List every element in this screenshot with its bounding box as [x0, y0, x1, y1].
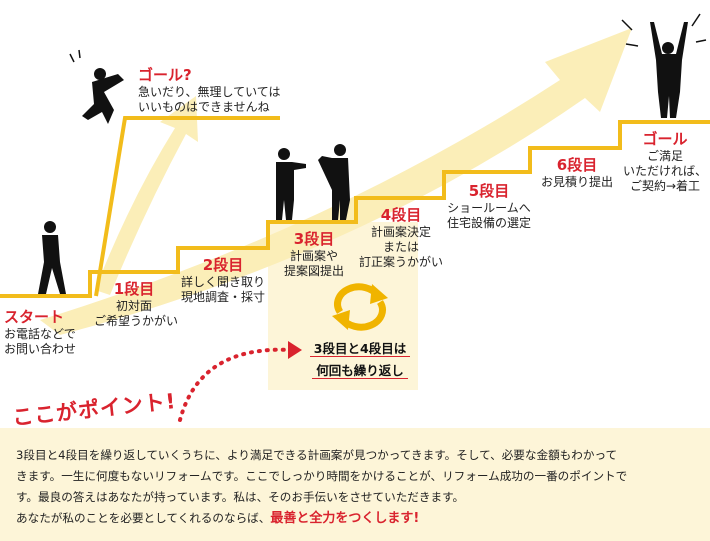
start-line-1: お電話などで: [4, 327, 76, 341]
growth-arrow: [40, 28, 632, 335]
goal-line-1: ご満足: [646, 149, 683, 163]
point-line-4-prefix: あなたが私のことを必要としてくれるのならば、: [16, 511, 271, 525]
step-6-line-1: お見積り提出: [540, 175, 613, 189]
step-2-line-2: 現地調査・採寸: [180, 290, 265, 304]
step-2-line-1: 詳しく聞き取り: [180, 275, 265, 289]
goal-line-2: いただければ、: [622, 164, 707, 178]
point-line-4: あなたが私のことを必要としてくれるのならば、最善と全力をつくします!: [16, 508, 701, 529]
step-3-label: 3段目 計画案や 提案図提出: [272, 228, 356, 279]
step-3-line-1: 計画案や: [289, 249, 338, 263]
point-line-1: 3段目と4段目を繰り返していくうちに、より満足できる計画案が見つかってきます。そ…: [16, 448, 618, 462]
false-goal-label: ゴール? 急いだり、無理していては いいものはできませんね: [138, 64, 281, 115]
step-1-line-1: 初対面: [115, 299, 152, 313]
loop-arrows-icon: [332, 283, 388, 331]
point-panel: [0, 428, 710, 541]
step-6-label: 6段目 お見積り提出: [534, 154, 620, 190]
step-2-title: 2段目: [202, 256, 244, 274]
false-goal-line-1: 急いだり、無理していては: [138, 85, 281, 99]
discussing-men-silhouette: [276, 144, 350, 220]
climber-silhouette: [82, 68, 124, 124]
step-5-label: 5段目 ショールームへ 住宅設備の選定: [446, 180, 532, 231]
celebrating-man-silhouette: [650, 22, 688, 118]
walking-man-silhouette: [38, 221, 66, 294]
celebration-lines: [621, 13, 707, 47]
point-body: 3段目と4段目を繰り返していくうちに、より満足できる計画案が見つかってきます。そ…: [16, 445, 701, 529]
dotted-pointer-arrowhead: [288, 341, 302, 359]
step-4-line-2: または: [382, 240, 419, 254]
step-6-title: 6段目: [556, 156, 598, 174]
loop-line-2: 何回も繰り返し: [312, 363, 408, 379]
start-title: スタート: [4, 308, 65, 326]
loop-caption: 3段目と4段目は 何回も繰り返し: [300, 338, 420, 382]
step-5-line-2: 住宅設備の選定: [446, 216, 531, 230]
step-3-title: 3段目: [293, 230, 335, 248]
goal-line-3: ご契約→着工: [629, 179, 701, 193]
start-label: スタート お電話などで お問い合わせ: [4, 306, 76, 357]
dotted-pointer-arrow: [178, 347, 294, 422]
step-5-title: 5段目: [468, 182, 510, 200]
goal-label: ゴール ご満足 いただければ、 ご契約→着工: [622, 128, 708, 194]
step-4-title: 4段目: [380, 206, 422, 224]
false-goal-line-2: いいものはできませんね: [138, 100, 270, 114]
step-1-title: 1段目: [113, 280, 155, 298]
loop-line-1: 3段目と4段目は: [309, 341, 411, 357]
false-goal-title: ゴール?: [138, 66, 192, 84]
step-4-line-1: 計画案決定: [370, 225, 431, 239]
step-5-line-1: ショールームへ: [447, 201, 531, 215]
start-line-2: お問い合わせ: [4, 342, 77, 356]
goal-title: ゴール: [642, 130, 688, 148]
false-goal-staircase: [94, 116, 280, 297]
step-4-line-3: 訂正案うかがい: [358, 255, 443, 269]
step-1-line-2: ご希望うかがい: [94, 314, 179, 328]
false-goal-arrow: [95, 96, 198, 295]
step-2-label: 2段目 詳しく聞き取り 現地調査・採寸: [180, 254, 266, 305]
step-1-label: 1段目 初対面 ご希望うかがい: [94, 278, 179, 329]
point-line-2: きます。一生に何度もないリフォームです。ここでしっかり時間をかけることが、リフォ…: [16, 469, 628, 483]
point-line-3: す。最良の答えはあなたが持っています。私は、そのお手伝いをさせていただきます。: [16, 490, 465, 504]
point-highlight: 最善と全力をつくします!: [270, 511, 420, 526]
step-3-line-2: 提案図提出: [283, 264, 344, 278]
climber-panic-lines: [69, 49, 81, 63]
staircase: [0, 120, 710, 298]
step-4-label: 4段目 計画案決定 または 訂正案うかがい: [358, 204, 444, 270]
